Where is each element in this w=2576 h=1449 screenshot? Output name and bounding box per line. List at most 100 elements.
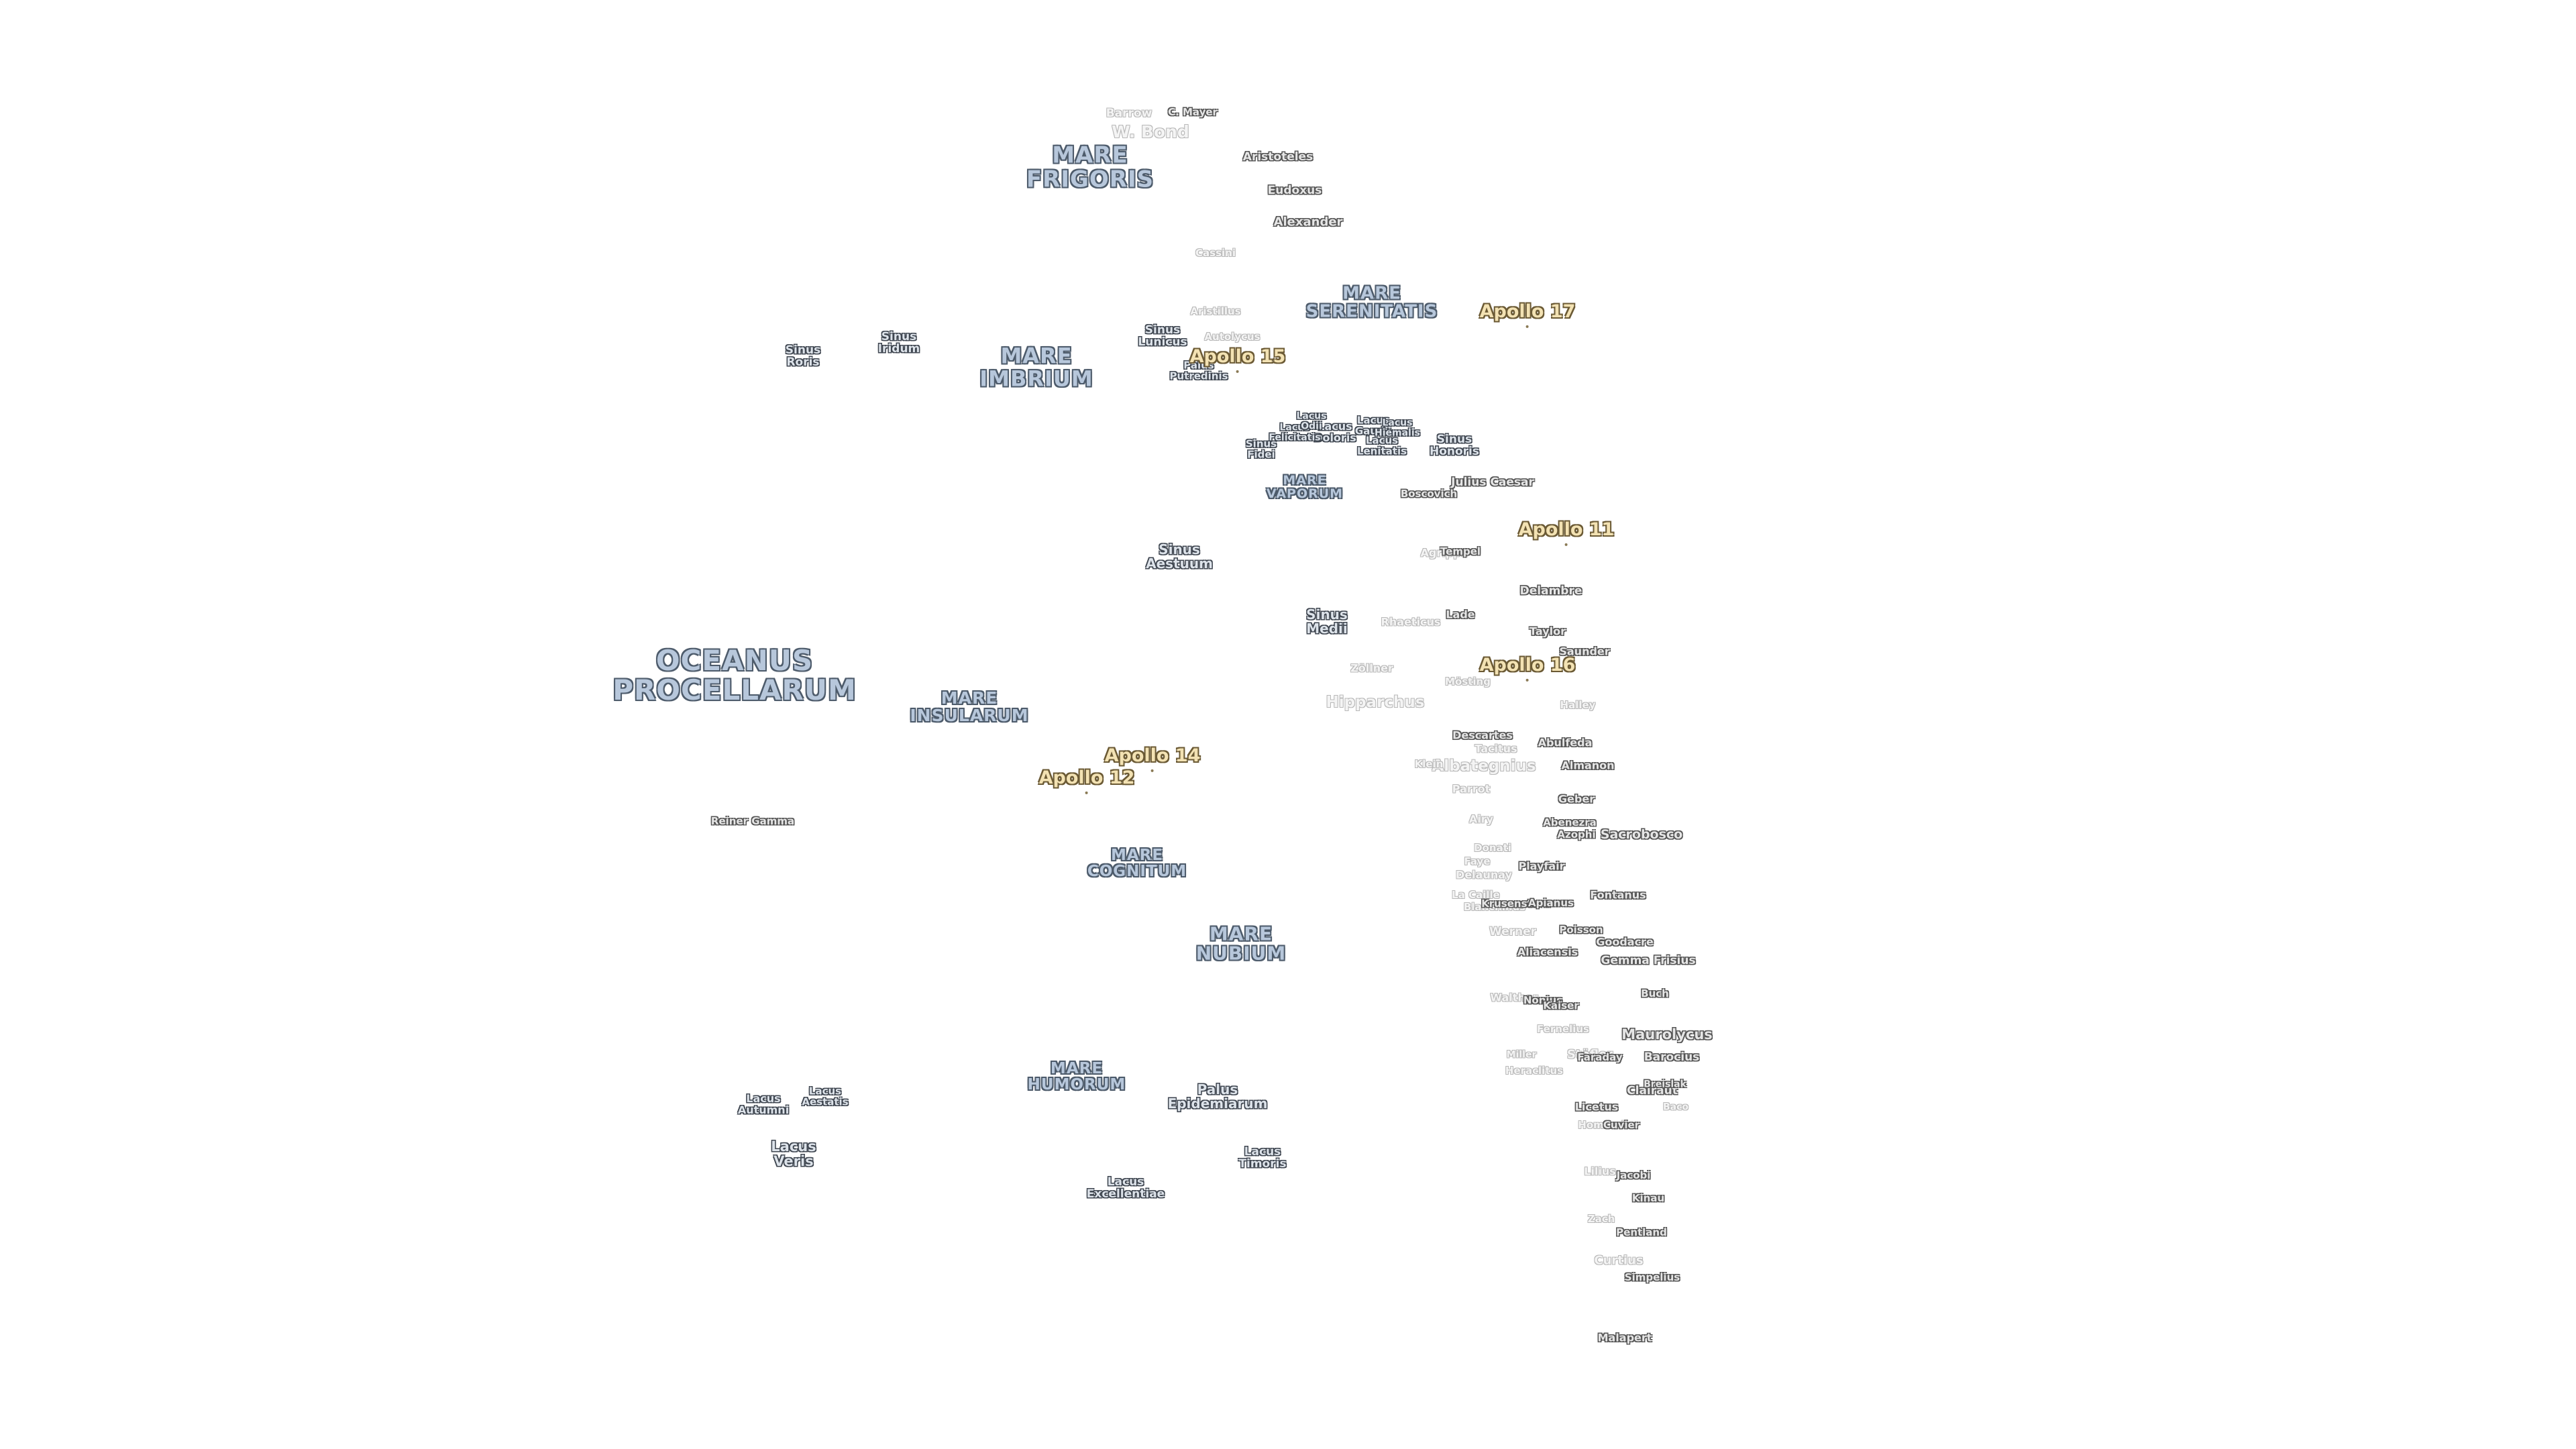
sinus-label-lacus-veris: Lacus Veris: [771, 1138, 816, 1169]
crater-label-lilius: Lilius: [1584, 1165, 1616, 1178]
sinus-label-palus-putredinis: Palus Putredinis: [1169, 359, 1228, 382]
sinus-label-sinus-aestuum: Sinus Aestuum: [1146, 541, 1213, 572]
crater-label-simpelius: Simpelius: [1624, 1271, 1680, 1284]
crater-label-cassini: Cassini: [1195, 247, 1236, 260]
crater-label-delaunay: Delaunay: [1456, 868, 1512, 881]
sinus-label-sinus-medii: Sinus Medii: [1306, 606, 1348, 637]
sinus-label-sinus-lunicus: Sinus Lunicus: [1138, 323, 1187, 349]
sinus-label-lacus-excellentiae: Lacus Excellentiae: [1086, 1175, 1165, 1201]
crater-label-nonius: Nonius: [1523, 994, 1563, 1007]
landing-site-apollo-15: Apollo 15: [1189, 345, 1286, 374]
crater-label-donati: Donati: [1474, 842, 1511, 855]
crater-label-blanchinus: Blanchinus: [1463, 901, 1526, 914]
sinus-label-sinus-honoris: Sinus Honoris: [1429, 433, 1480, 458]
crater-label-rhaeticus: Rhaeticus: [1381, 615, 1441, 629]
sinus-label-lacus-felicitatis: Lacus Felicitatis: [1269, 422, 1321, 443]
crater-label-alexander: Alexander: [1273, 215, 1343, 229]
crater-label-kinau: Kinau: [1631, 1192, 1665, 1205]
crater-label-breislak: Breislak: [1644, 1079, 1686, 1090]
mare-label-mare-insularum: MARE INSULARUM: [910, 688, 1029, 725]
crater-label-st-fler: Stöfler: [1566, 1047, 1613, 1062]
crater-label-poisson: Poisson: [1559, 924, 1603, 936]
crater-label-walther: Walther: [1490, 991, 1538, 1004]
sinus-label-lacus-lenitatis: Lacus Lenitatis: [1356, 434, 1407, 457]
sinus-label-lacus-gaudii: Lacus Gaudii: [1354, 414, 1392, 437]
crater-label-apianus: Apianus: [1528, 897, 1574, 910]
crater-label-descartes: Descartes: [1452, 729, 1513, 742]
crater-label-klein: Klein: [1414, 758, 1444, 771]
crater-label-barrow: Barrow: [1106, 107, 1152, 121]
sinus-label-sinus-roris: Sinus Roris: [785, 343, 821, 369]
crater-label-c-mayer: C. Mayer: [1168, 106, 1218, 119]
mare-label-mare-nubium: MARE NUBIUM: [1195, 922, 1287, 965]
landing-site-apollo-16: Apollo 16: [1479, 654, 1576, 682]
mare-label-mare-vaporum: MARE VAPORUM: [1266, 473, 1344, 501]
mare-label-oceanus-procellarum: OCEANUS PROCELLARUM: [612, 643, 857, 706]
crater-label-azophi: Azophi: [1557, 828, 1596, 841]
crater-label-parrot: Parrot: [1452, 782, 1491, 796]
sinus-label-lacus-aestatis: Lacus Aestatis: [802, 1085, 849, 1108]
landing-site-apollo-11: Apollo 11: [1518, 519, 1615, 547]
crater-label-lade: Lade: [1446, 608, 1475, 621]
mare-label-mare-imbrium: MARE IMBRIUM: [979, 343, 1093, 391]
crater-label-sacrobosco: Sacrobosco: [1600, 827, 1683, 843]
crater-label-clairaut: Clairaut: [1627, 1084, 1678, 1098]
crater-label-taylor: Taylor: [1529, 625, 1566, 638]
crater-label-fontanus: Fontanus: [1590, 888, 1646, 902]
crater-label-fernelius: Fernelius: [1537, 1023, 1589, 1036]
crater-label-gemma-frisius: Gemma Frisius: [1601, 954, 1696, 968]
crater-label-kaiser: Kaiser: [1543, 1000, 1579, 1012]
crater-label-eudoxus: Eudoxus: [1267, 184, 1322, 198]
crater-label-buch: Buch: [1641, 987, 1669, 1000]
crater-label-hipparchus: Hipparchus: [1326, 693, 1425, 711]
crater-label-cuvier: Cuvier: [1603, 1119, 1640, 1132]
crater-label-w-bond: W. Bond: [1112, 121, 1189, 142]
crater-label-reiner-gamma: Reiner Gamma: [710, 815, 795, 828]
crater-label-halley: Halley: [1560, 699, 1596, 712]
crater-label-aristoteles: Aristoteles: [1242, 150, 1313, 164]
crater-label-barocius: Barocius: [1644, 1051, 1700, 1065]
crater-label-miller: Miller: [1506, 1049, 1537, 1061]
sinus-label-lacus-timoris: Lacus Timoris: [1238, 1145, 1287, 1171]
crater-label-almanon: Almanon: [1561, 759, 1615, 772]
crater-label-aristillus: Aristillus: [1190, 305, 1241, 318]
landing-site-apollo-17: Apollo 17: [1479, 301, 1576, 329]
mare-label-mare-humorum: MARE HUMORUM: [1027, 1059, 1126, 1093]
crater-label-curtius: Curtius: [1594, 1253, 1644, 1268]
sinus-label-lacus-autumni: Lacus Autumni: [737, 1092, 790, 1116]
mare-label-mare-serenitatis: MARE SERENITATIS: [1305, 283, 1438, 322]
sinus-label-lacus-hiemalis: Lacus Hiemalis: [1375, 417, 1420, 438]
crater-label-delambre: Delambre: [1519, 584, 1582, 598]
crater-label-airy: Airy: [1468, 812, 1494, 826]
crater-label-autolycus: Autolycus: [1204, 331, 1260, 343]
crater-label-z-llner: Zöllner: [1350, 661, 1393, 675]
crater-label-boscovich: Boscovich: [1400, 488, 1458, 500]
crater-label-faraday: Faraday: [1577, 1051, 1623, 1064]
crater-label-licetus: Licetus: [1574, 1100, 1619, 1114]
sinus-label-lacus-odii: Lacus Odii: [1296, 411, 1327, 431]
sinus-label-lacus-doloris: Lacus Doloris: [1313, 420, 1356, 444]
crater-label-tacitus: Tacitus: [1474, 742, 1517, 755]
sinus-label-palus-epidemiarum: Palus Epidemiarum: [1167, 1081, 1268, 1112]
crater-label-julius-caesar: Julius Caesar: [1451, 476, 1534, 490]
landing-site-apollo-14: Apollo 14: [1104, 745, 1201, 773]
crater-label-albategnius: Albategnius: [1432, 757, 1536, 775]
crater-label-zach: Zach: [1587, 1213, 1615, 1226]
sinus-label-sinus-fidei: Sinus Fidei: [1245, 437, 1277, 460]
crater-label-abenezra: Abenezra: [1543, 816, 1597, 829]
crater-label-playfair: Playfair: [1518, 859, 1565, 873]
crater-label-maurolycus: Maurolycus: [1621, 1026, 1713, 1042]
crater-label-aliacensis: Aliacensis: [1517, 945, 1578, 959]
landing-site-apollo-12: Apollo 12: [1038, 767, 1135, 795]
crater-label-heraclitus: Heraclitus: [1505, 1065, 1564, 1077]
crater-label-saunder: Saunder: [1559, 645, 1610, 658]
mare-label-mare-cognitum: MARE COGNITUM: [1087, 846, 1187, 880]
crater-label-tempel: Tempel: [1440, 545, 1481, 558]
crater-label-jacobi: Jacobi: [1616, 1169, 1651, 1182]
crater-label-la-caille: La Caille: [1452, 889, 1500, 902]
crater-label-malapert: Malapert: [1597, 1331, 1652, 1344]
crater-label-krusenstern: Krusenstern: [1481, 898, 1551, 910]
crater-label-hommel: Hommel: [1578, 1119, 1625, 1132]
crater-label-baco: Baco: [1662, 1102, 1689, 1113]
